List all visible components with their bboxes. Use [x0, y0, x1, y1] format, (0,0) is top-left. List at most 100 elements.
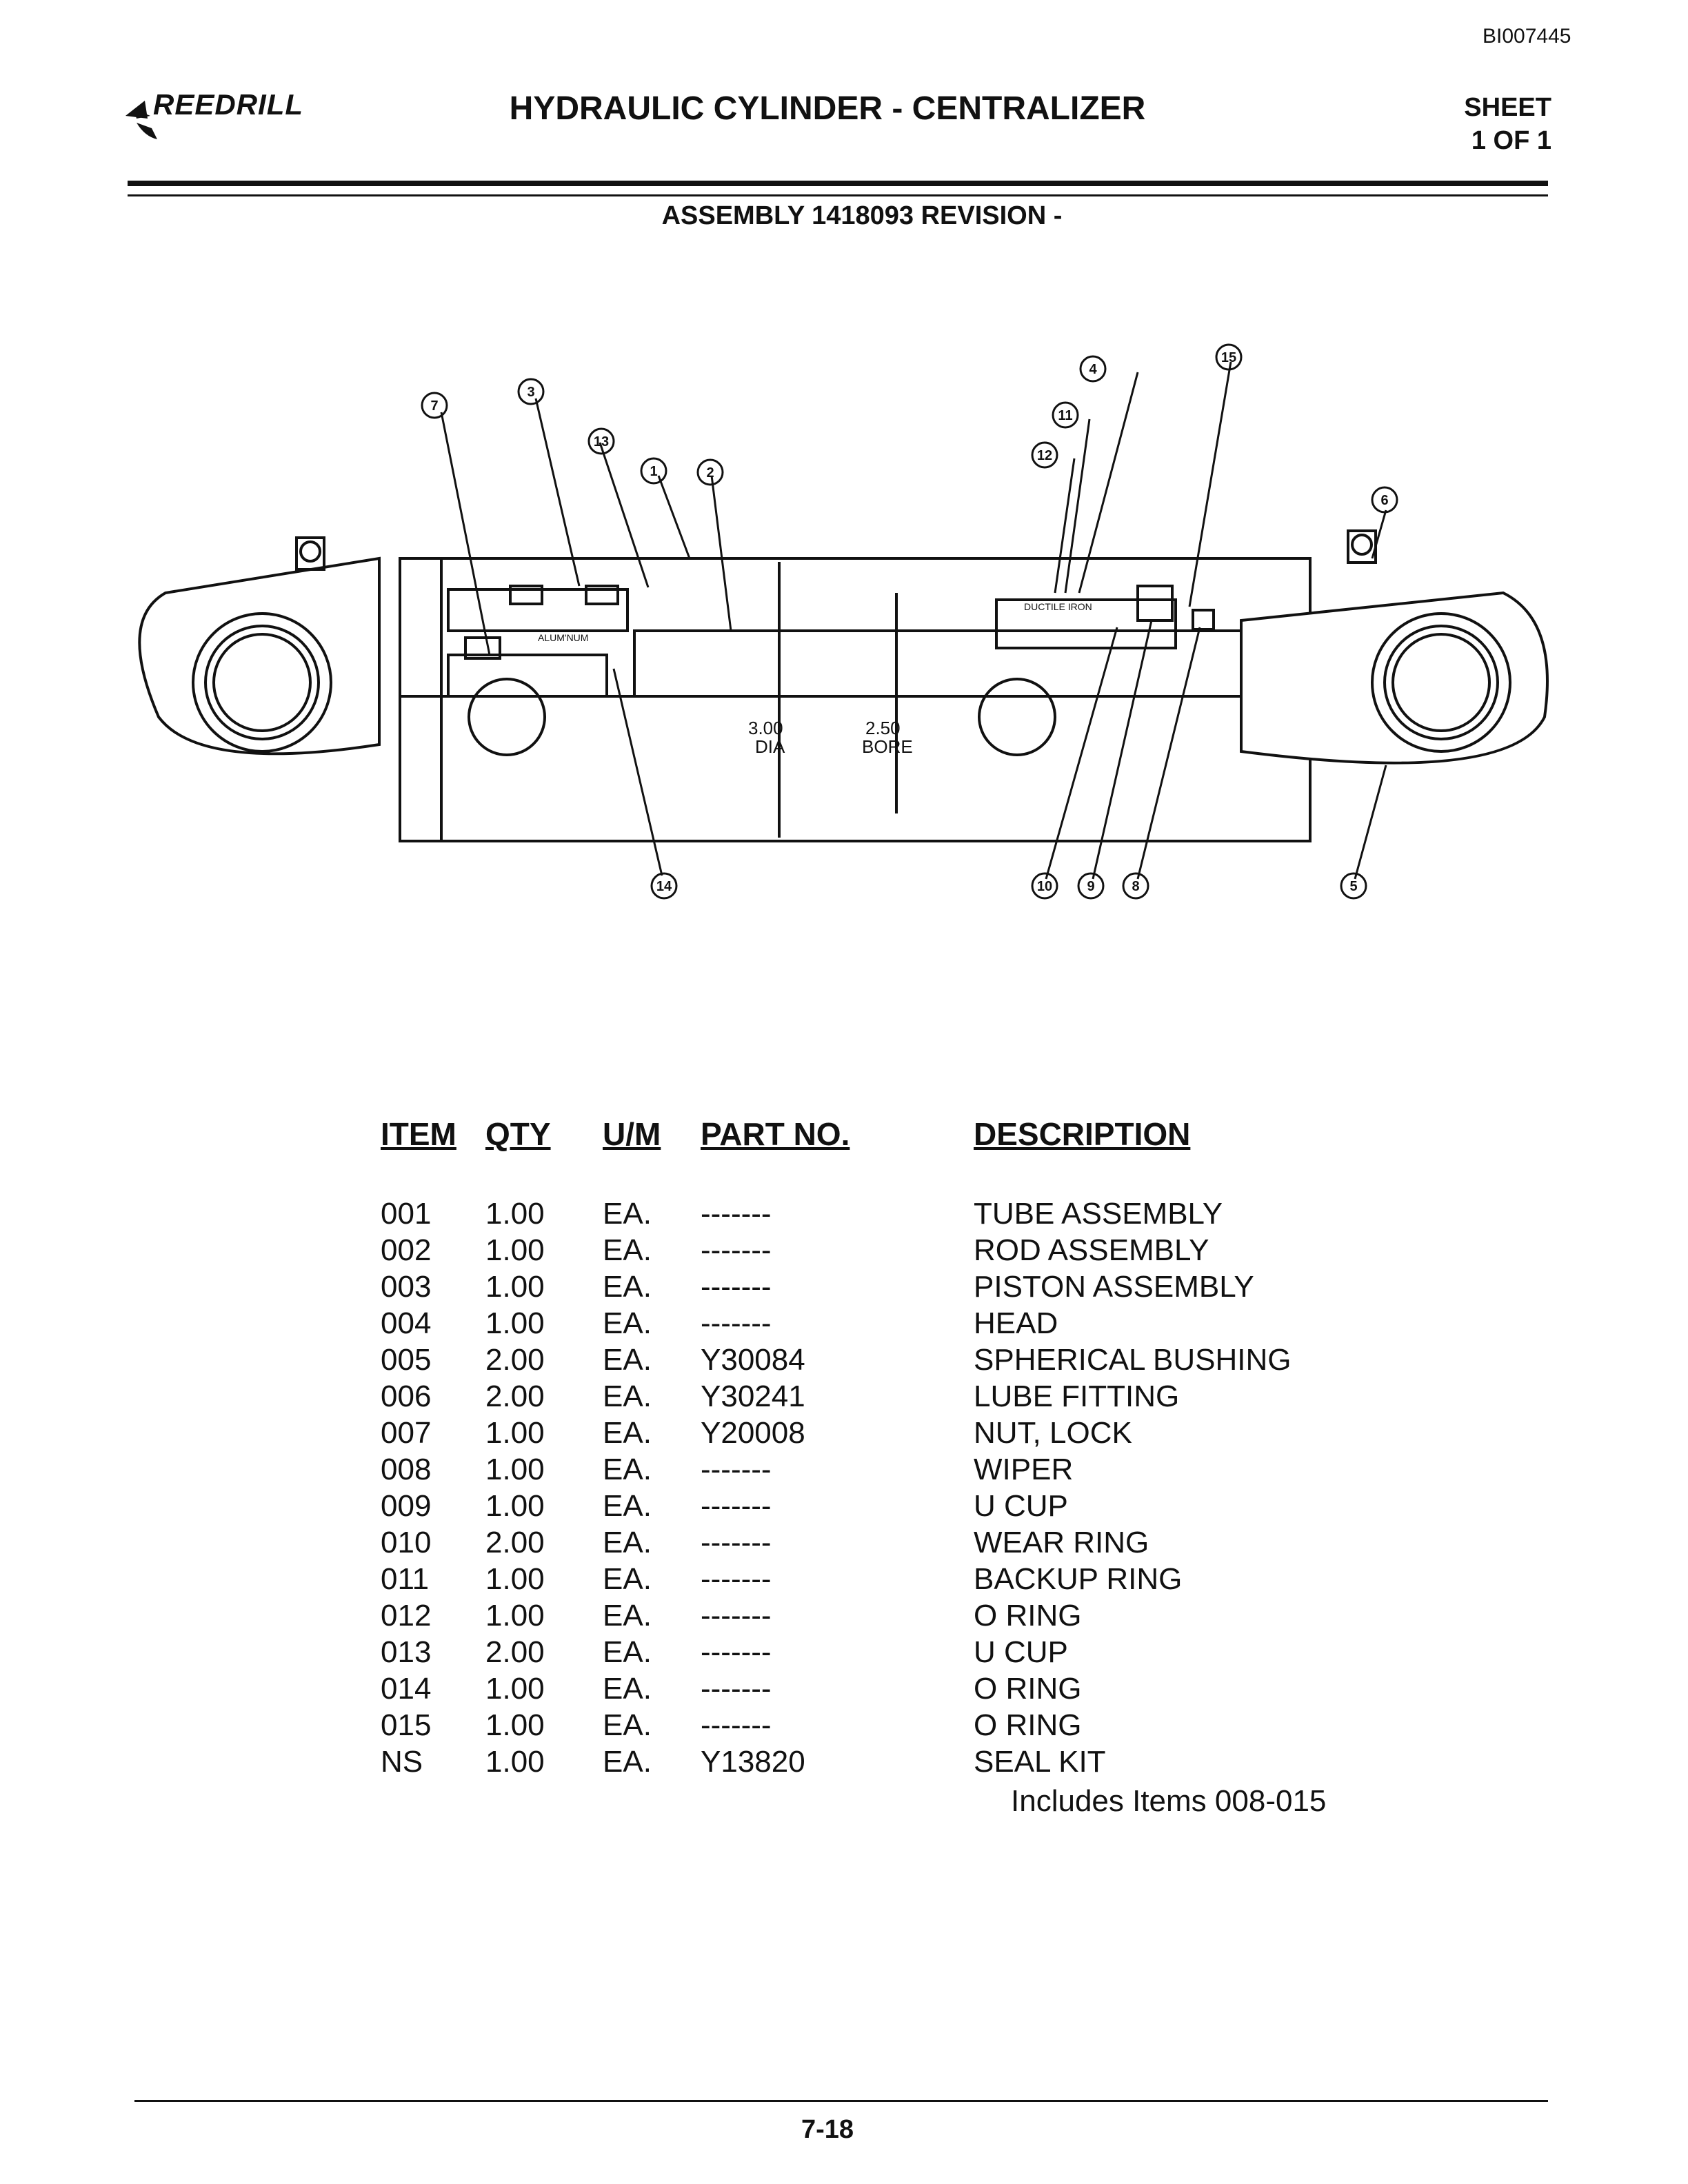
- cell-um: EA.: [603, 1453, 652, 1486]
- cell-description: WIPER: [974, 1453, 1074, 1486]
- document-id: BI007445: [1483, 25, 1571, 48]
- reedrill-logo-icon: [125, 101, 157, 139]
- cell-item: 003: [381, 1270, 432, 1304]
- cell-item: 008: [381, 1453, 432, 1486]
- cell-item: 009: [381, 1489, 432, 1523]
- cell-part-no: -------: [701, 1197, 772, 1231]
- cell-qty: 2.00: [485, 1635, 545, 1669]
- callout-6: 6: [1380, 493, 1388, 508]
- cell-part-no: -------: [701, 1635, 772, 1669]
- cell-item: 014: [381, 1672, 432, 1706]
- cell-qty: 1.00: [485, 1562, 545, 1596]
- bore-value: 2.50: [865, 718, 901, 738]
- cell-qty: 2.00: [485, 1379, 545, 1413]
- cell-item: 011: [381, 1562, 430, 1596]
- cell-description: TUBE ASSEMBLY: [974, 1197, 1223, 1231]
- cell-description: O RING: [974, 1708, 1082, 1742]
- cell-um: EA.: [603, 1635, 652, 1669]
- cell-part-no: -------: [701, 1562, 772, 1596]
- dia-value: 3.00: [748, 718, 783, 738]
- cell-um: EA.: [603, 1270, 652, 1304]
- cell-item: 004: [381, 1306, 432, 1340]
- callout-15: 15: [1221, 350, 1236, 365]
- callout-12: 12: [1037, 448, 1052, 463]
- header-description: DESCRIPTION: [974, 1116, 1191, 1152]
- header-rule-thick: [128, 181, 1548, 186]
- cell-part-no: -------: [701, 1233, 772, 1267]
- callout-10: 10: [1037, 879, 1052, 894]
- cell-description: O RING: [974, 1672, 1082, 1706]
- cell-part-no: Y30241: [701, 1379, 805, 1413]
- cell-qty: 1.00: [485, 1233, 545, 1267]
- left-rod-eye: [138, 556, 381, 756]
- cell-qty: 1.00: [485, 1306, 545, 1340]
- bore-unit: BORE: [862, 736, 913, 757]
- callout-3: 3: [527, 385, 534, 400]
- table-row: 008 1.00 EA. ------- WIPER: [379, 1453, 1414, 1489]
- cell-part-no: -------: [701, 1599, 772, 1632]
- cell-description: U CUP: [974, 1635, 1068, 1669]
- cell-description: PISTON ASSEMBLY: [974, 1270, 1254, 1304]
- callout-7: 7: [430, 398, 438, 414]
- cell-item: 010: [381, 1526, 432, 1559]
- aluminum-label: ALUM'NUM: [538, 632, 588, 643]
- cell-item: 007: [381, 1416, 432, 1450]
- cell-part-no: -------: [701, 1708, 772, 1742]
- cell-part-no: -------: [701, 1489, 772, 1523]
- table-row: 003 1.00 EA. ------- PISTON ASSEMBLY: [379, 1270, 1414, 1306]
- cell-item: NS: [381, 1745, 423, 1779]
- cell-um: EA.: [603, 1416, 652, 1450]
- cell-description: HEAD: [974, 1306, 1058, 1340]
- cell-um: EA.: [603, 1599, 652, 1632]
- left-lube-fitting: [295, 536, 325, 571]
- cell-qty: 1.00: [485, 1270, 545, 1304]
- page-title: HYDRAULIC CYLINDER - CENTRALIZER: [509, 90, 1146, 127]
- gland-head: [995, 585, 1215, 649]
- dimension-lines: [778, 562, 898, 838]
- cell-um: EA.: [603, 1233, 652, 1267]
- header-qty: QTY: [485, 1116, 551, 1152]
- leader-lines: [440, 361, 1387, 880]
- table-row: 013 2.00 EA. ------- U CUP: [379, 1635, 1414, 1672]
- cell-part-no: Y13820: [701, 1745, 805, 1779]
- drawing-labels: ALUM'NUM DUCTILE IRON 3.00 DIA 2.50 BORE: [538, 601, 1092, 757]
- cell-item: 015: [381, 1708, 432, 1742]
- cell-part-no: -------: [701, 1672, 772, 1706]
- cell-description: ROD ASSEMBLY: [974, 1233, 1209, 1267]
- right-rod-eye: [1240, 591, 1549, 765]
- header-part-no: PART NO.: [701, 1116, 850, 1152]
- cell-item: 012: [381, 1599, 432, 1632]
- cell-item: 013: [381, 1635, 432, 1669]
- cell-qty: 1.00: [485, 1745, 545, 1779]
- cell-um: EA.: [603, 1526, 652, 1559]
- cell-qty: 1.00: [485, 1489, 545, 1523]
- cell-part-no: -------: [701, 1526, 772, 1559]
- cell-part-no: Y20008: [701, 1416, 805, 1450]
- callout-14: 14: [656, 879, 672, 894]
- cell-um: EA.: [603, 1197, 652, 1231]
- sheet-indicator: SHEET 1 OF 1: [1414, 91, 1551, 157]
- cell-description: U CUP: [974, 1489, 1068, 1523]
- cell-qty: 1.00: [485, 1672, 545, 1706]
- cell-qty: 1.00: [485, 1197, 545, 1231]
- cell-qty: 1.00: [485, 1453, 545, 1486]
- callout-11: 11: [1058, 408, 1072, 423]
- dia-unit: DIA: [755, 736, 785, 757]
- cell-um: EA.: [603, 1306, 652, 1340]
- cell-description: BACKUP RING: [974, 1562, 1183, 1596]
- seal-kit-note: Includes Items 008-015: [1011, 1784, 1327, 1818]
- cell-qty: 1.00: [485, 1708, 545, 1742]
- cell-part-no: -------: [701, 1453, 772, 1486]
- assembly-number: ASSEMBLY 1418093 REVISION -: [661, 201, 1063, 230]
- callout-4: 4: [1089, 362, 1097, 377]
- cell-um: EA.: [603, 1489, 652, 1523]
- callout-13: 13: [594, 434, 609, 449]
- cell-description: SPHERICAL BUSHING: [974, 1343, 1292, 1377]
- cell-part-no: -------: [701, 1270, 772, 1304]
